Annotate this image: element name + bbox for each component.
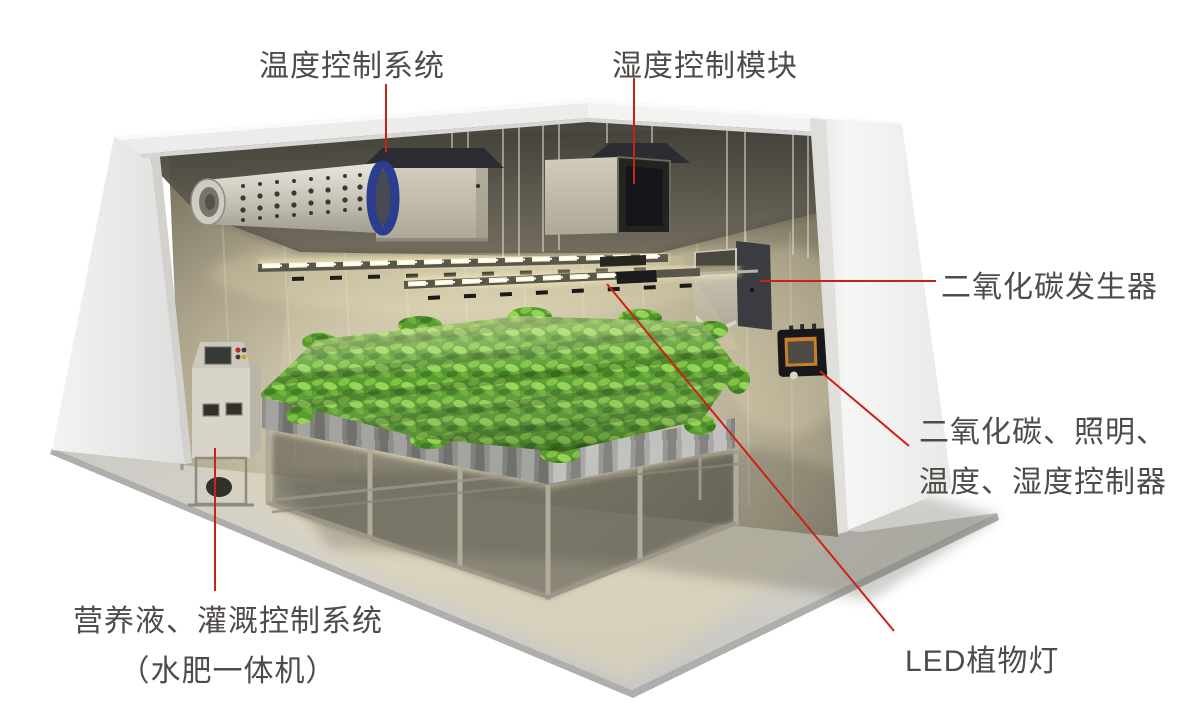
- humidifier-body: [545, 157, 618, 235]
- duct-holes: [240, 173, 363, 222]
- hvac-hood: [362, 148, 504, 168]
- label-controller-line2: 温度、湿度控制器: [919, 466, 1167, 499]
- hvac-temperature-unit: [362, 148, 504, 242]
- room-right-wall: [810, 118, 952, 534]
- duct-perforated-tube: [190, 160, 400, 236]
- label-nutrient-line2: （水肥一体机）: [119, 655, 337, 688]
- label-co2-generator: 二氧化碳发生器: [941, 271, 1158, 304]
- label-led-grow-light: LED植物灯: [905, 645, 1060, 678]
- label-environment-controller: 二氧化碳、照明、 温度、湿度控制器: [919, 408, 1167, 508]
- env-controller-device: [777, 323, 859, 380]
- leader-led-light: [606, 283, 895, 632]
- fertigation-body: [192, 368, 250, 458]
- label-nutrient-line1: 营养液、灌溉控制系统: [73, 605, 383, 638]
- fertigation-machine: [179, 342, 261, 507]
- plant-canopy: [258, 307, 750, 463]
- hvac-body: [376, 168, 488, 240]
- plant-pots: [262, 396, 735, 484]
- label-humidity-control-module: 湿度控制模块: [612, 50, 798, 83]
- label-controller-line1: 二氧化碳、照明、: [919, 416, 1167, 449]
- leader-lines: [214, 78, 936, 632]
- co2-back-panel: [736, 241, 772, 330]
- led-bar-front: [403, 263, 759, 300]
- label-nutrient-irrigation-system: 营养液、灌溉控制系统 （水肥一体机）: [36, 597, 420, 697]
- label-temperature-control-system: 温度控制系统: [259, 50, 445, 83]
- fertigation-screen: [204, 346, 232, 365]
- led-light-bars: [257, 249, 759, 372]
- humidity-module-unit: [545, 143, 690, 235]
- leader-controller: [819, 370, 910, 447]
- led-bar-end-cap: [616, 270, 657, 284]
- fertigation-pump: [206, 477, 232, 497]
- duct-blue-collar: [366, 160, 400, 236]
- room-left-wall: [52, 133, 192, 464]
